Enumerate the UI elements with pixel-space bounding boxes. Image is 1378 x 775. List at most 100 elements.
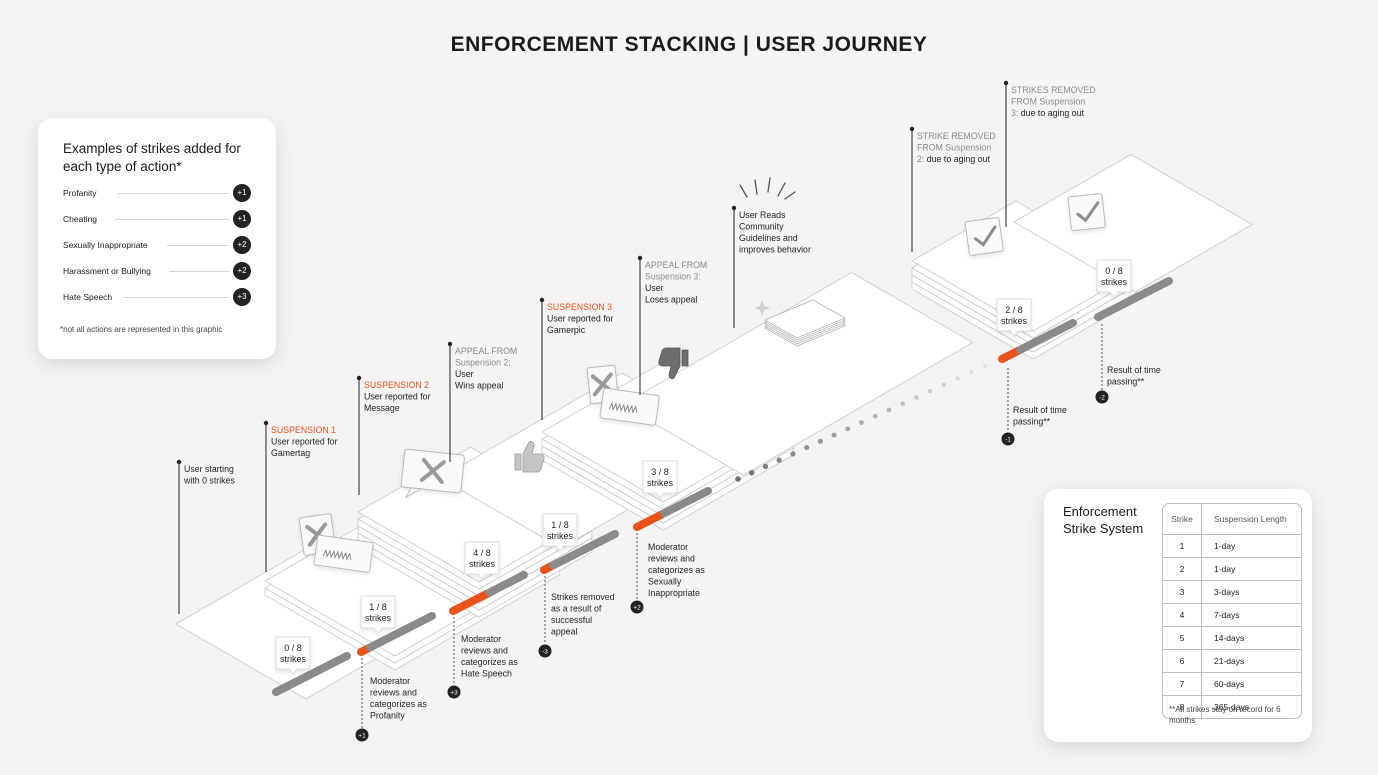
book-page (764, 299, 846, 339)
strikes-label: strikes (1101, 277, 1128, 287)
strikes-label: strikes (469, 559, 496, 569)
callout-text: FROM Suspension (917, 143, 991, 153)
callout-text: User reported for (364, 392, 431, 402)
length-cell: 21-days (1202, 650, 1301, 673)
note-text: successful (551, 615, 592, 625)
strikes-label: strikes (647, 478, 674, 488)
connector-dot (983, 364, 987, 368)
connector-dot (859, 420, 864, 425)
strike-track (998, 318, 1077, 363)
strike-count-text: 1 / 8 (551, 520, 569, 530)
note-text: Moderator (461, 634, 501, 644)
checkmark-icon (1076, 201, 1100, 223)
callout-text: SUSPENSION 1 (271, 425, 336, 435)
callout-text: STRIKE REMOVED (917, 131, 996, 141)
connector-dot (831, 432, 837, 438)
legend-item: Sexually Inappropriate+2 (63, 236, 251, 254)
connector-dot (969, 370, 974, 375)
note-text: Moderator (648, 542, 688, 552)
connector-dot (762, 463, 769, 470)
platform-aged-2 (1013, 154, 1253, 293)
strike-delta-badge (1095, 390, 1109, 404)
note-text: appeal (551, 627, 577, 637)
strike-examples-legend: Examples of strikes added for each type … (38, 118, 276, 359)
callout-text: Gamertag (271, 448, 310, 458)
strike-cell: 4 (1163, 604, 1202, 627)
callout-text: with 0 strikes (183, 476, 235, 486)
thumbs-up-icon (514, 441, 545, 473)
strike-count-text: 0 / 8 (284, 643, 302, 653)
table-row: 8 365-days (1163, 696, 1301, 718)
legend-heading: Examples of strikes added for each type … (63, 141, 241, 174)
bubble-shape (360, 595, 396, 634)
strike-delta-text: -1 (1005, 437, 1011, 444)
book-icon (754, 299, 846, 347)
bubble-shape (275, 636, 311, 675)
legend-item: Hate Speech+3 (63, 288, 251, 306)
connector-dot (872, 413, 878, 419)
x-mark-icon (419, 458, 446, 485)
callout-text: Loses appeal (645, 295, 697, 305)
slab-layer (1013, 154, 1253, 293)
note-text: Hate Speech (461, 669, 512, 679)
strike-badge: +2 (233, 236, 251, 254)
callout-text: Suspension 3: (645, 272, 701, 282)
length-cell: 3-days (1202, 581, 1301, 604)
length-cell: 14-days (1202, 627, 1301, 650)
bubble-shape (996, 298, 1032, 337)
strike-badge: +2 (233, 262, 251, 280)
callout-text: improves behavior (739, 245, 811, 255)
strike-delta-badge (630, 600, 644, 614)
squiggle-card-icon (599, 387, 660, 426)
length-cell: 1-day (1202, 558, 1301, 581)
dotted-connector (735, 364, 987, 482)
strike-delta-text: +2 (633, 605, 641, 612)
length-cell: 365-days (1214, 702, 1249, 712)
note-text: as a result of (551, 604, 602, 614)
squiggle-icon (608, 401, 638, 414)
callout-text: User reported for (271, 437, 338, 447)
checkmark-card-icon (964, 217, 1004, 256)
strike-cell: 8 (1163, 696, 1202, 718)
note-text: categorizes as (370, 699, 427, 709)
legend-item-label: Cheating (63, 214, 98, 224)
connector-dot (776, 457, 782, 463)
icon-card (599, 387, 660, 426)
callout-text: User Reads (739, 210, 786, 220)
legend-item: Cheating+1 (63, 210, 251, 228)
strike-delta-badge (447, 685, 461, 699)
strike-track (540, 529, 619, 574)
strike-badge: +3 (233, 288, 251, 306)
callout-text: Community (739, 222, 784, 232)
note-text: Result of time (1013, 405, 1067, 415)
note-text: categorizes as (648, 565, 705, 575)
connector-dot (735, 476, 741, 482)
bubble-tail (404, 487, 423, 499)
legend-note: *not all actions are represented in this… (60, 325, 223, 334)
strike-delta-badge (538, 644, 552, 658)
length-cell: 7-days (1202, 604, 1301, 627)
connector-dot (748, 469, 755, 476)
strike-system-heading: Enforcement Strike System (1063, 504, 1144, 536)
divider (117, 193, 229, 194)
strikes-label: strikes (365, 613, 392, 623)
callout-text: FROM Suspension (1011, 97, 1085, 107)
note-text: reviews and (648, 554, 695, 564)
note-text: categorizes as (461, 657, 518, 667)
length-cell: 60-days (1202, 673, 1301, 696)
strikes-label: strikes (547, 531, 574, 541)
legend-item: Profanity+1 (63, 184, 251, 202)
burst-line (739, 184, 748, 198)
connector-dot (790, 451, 796, 457)
strike-cell: 6 (1163, 650, 1202, 673)
strike-cell: 5 (1163, 627, 1202, 650)
legend-item-label: Harassment or Bullying (63, 266, 151, 276)
note-text: passing** (1107, 377, 1145, 387)
